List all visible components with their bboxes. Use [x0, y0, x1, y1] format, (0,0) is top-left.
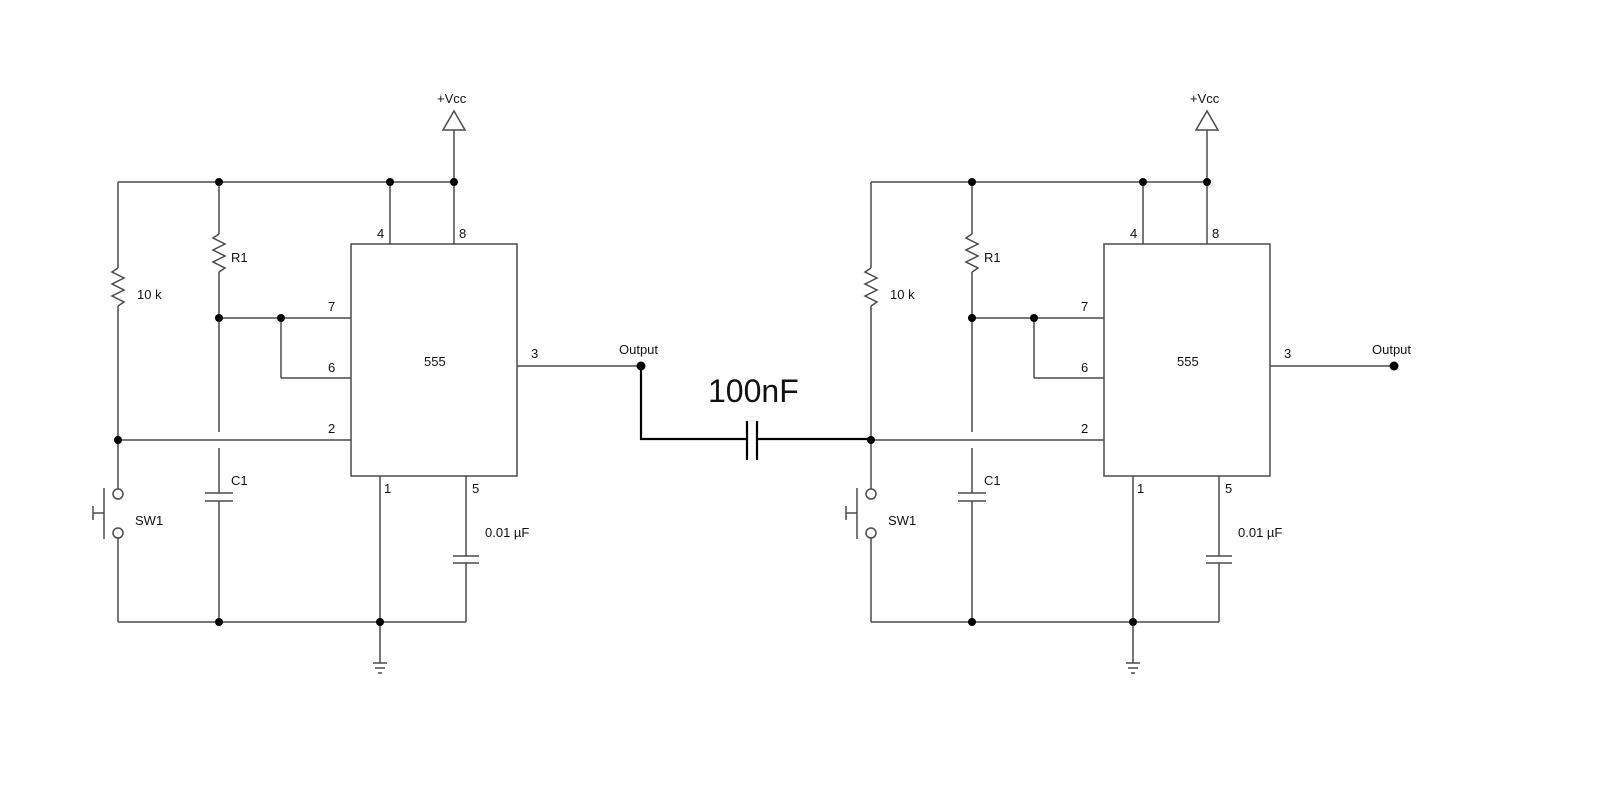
ic-555-box	[1103, 243, 1271, 477]
capacitor-pin5-label: 0.01 µF	[1238, 525, 1282, 540]
pin-8-label: 8	[459, 226, 466, 241]
coupling-capacitor-label: 100nF	[708, 373, 799, 409]
resistor-10k-label: 10 k	[890, 287, 915, 302]
ic-555-label: 555	[1177, 354, 1199, 369]
capacitor-c1-label: C1	[231, 473, 248, 488]
pin-7-label: 7	[1081, 299, 1088, 314]
pin-6-label: 6	[328, 360, 335, 375]
resistor-10k	[110, 267, 126, 307]
output-label: Output	[619, 342, 658, 357]
pin-4-label: 4	[377, 226, 384, 241]
pin-3-label: 3	[1284, 346, 1291, 361]
ic-555-label: 555	[424, 354, 446, 369]
capacitor-c1-label: C1	[984, 473, 1001, 488]
vcc-label: +Vcc	[437, 91, 467, 106]
switch-sw1-label: SW1	[888, 513, 916, 528]
resistor-10k-label: 10 k	[137, 287, 162, 302]
pin-7-label: 7	[328, 299, 335, 314]
pin-1-label: 1	[384, 481, 391, 496]
output-label: Output	[1372, 342, 1411, 357]
vcc-label: +Vcc	[1190, 91, 1220, 106]
ic-555-box	[350, 243, 518, 477]
ground-symbol	[1126, 662, 1140, 674]
circuit-right: +Vcc 555 4 8 7 6 2 3 1 5 10 k R1 C1	[845, 91, 1411, 674]
pin-6-label: 6	[1081, 360, 1088, 375]
capacitor-pin5-label: 0.01 µF	[485, 525, 529, 540]
resistor-r1	[211, 233, 227, 273]
pin-2-label: 2	[1081, 421, 1088, 436]
pin-4-label: 4	[1130, 226, 1137, 241]
resistor-r1-label: R1	[231, 250, 248, 265]
resistor-r1	[964, 233, 980, 273]
ground-symbol	[373, 662, 387, 674]
pin-5-label: 5	[1225, 481, 1232, 496]
pin-3-label: 3	[531, 346, 538, 361]
switch-sw1-label: SW1	[135, 513, 163, 528]
vcc-symbol	[1194, 109, 1220, 131]
resistor-10k	[863, 267, 879, 307]
coupling-capacitor: 100nF	[639, 366, 871, 460]
pin-1-label: 1	[1137, 481, 1144, 496]
output-terminal	[1389, 361, 1399, 371]
pin-5-label: 5	[472, 481, 479, 496]
resistor-r1-label: R1	[984, 250, 1001, 265]
pin-8-label: 8	[1212, 226, 1219, 241]
circuit-left: +Vcc 555 4 8 7 6 2 3 1 5 10 k R1	[92, 91, 658, 674]
pin-2-label: 2	[328, 421, 335, 436]
vcc-symbol	[441, 109, 467, 131]
